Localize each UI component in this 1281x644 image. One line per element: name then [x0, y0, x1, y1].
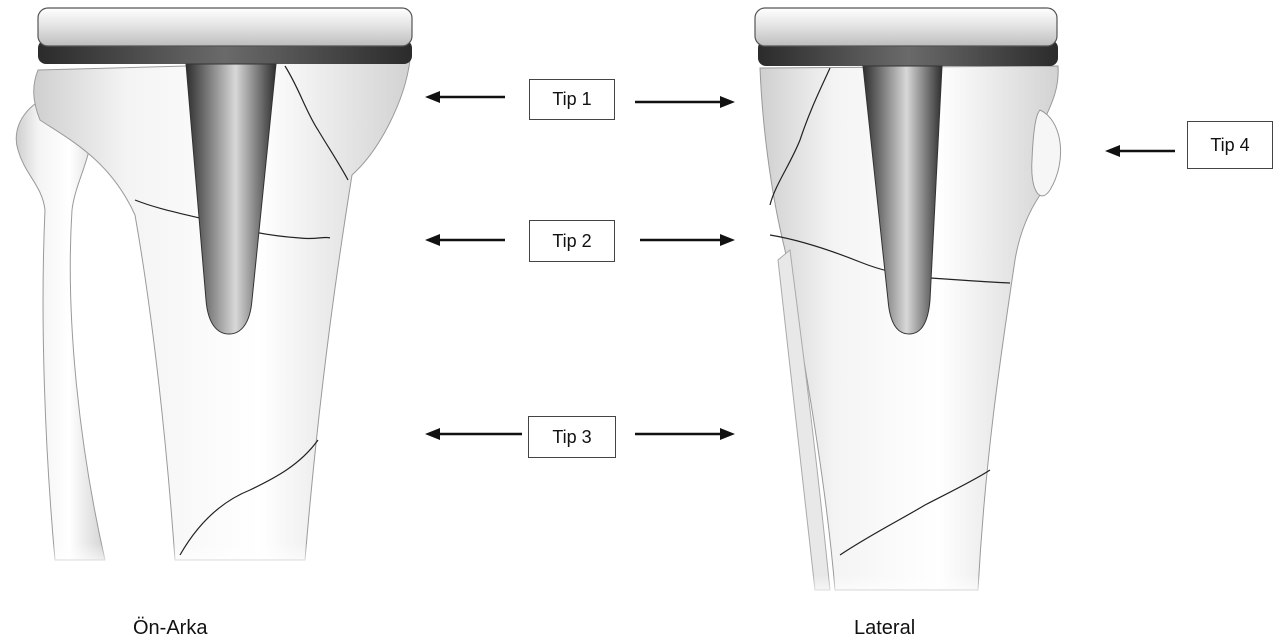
label-tip3: Tip 3 — [528, 416, 616, 458]
arrow-tip1-right — [635, 96, 735, 108]
label-tip1: Tip 1 — [529, 79, 615, 120]
arrow-tip2-left — [425, 234, 505, 246]
right-bone-illustration — [740, 8, 1080, 600]
arrow-tip4-left — [1105, 145, 1175, 157]
left-bone-illustration — [0, 8, 420, 570]
left-tray-top — [38, 8, 412, 46]
arrow-tip3-left — [425, 428, 522, 440]
right-tray-top — [755, 8, 1057, 46]
caption-right-view: Lateral — [854, 617, 915, 640]
arrow-tip3-right — [635, 428, 735, 440]
arrow-tip1-left — [425, 91, 505, 103]
arrow-tip2-right — [640, 234, 735, 246]
caption-left-view: Ön-Arka — [133, 617, 207, 640]
label-tip2: Tip 2 — [529, 220, 615, 262]
right-tubercle — [1032, 110, 1061, 196]
label-tip4: Tip 4 — [1187, 121, 1273, 169]
